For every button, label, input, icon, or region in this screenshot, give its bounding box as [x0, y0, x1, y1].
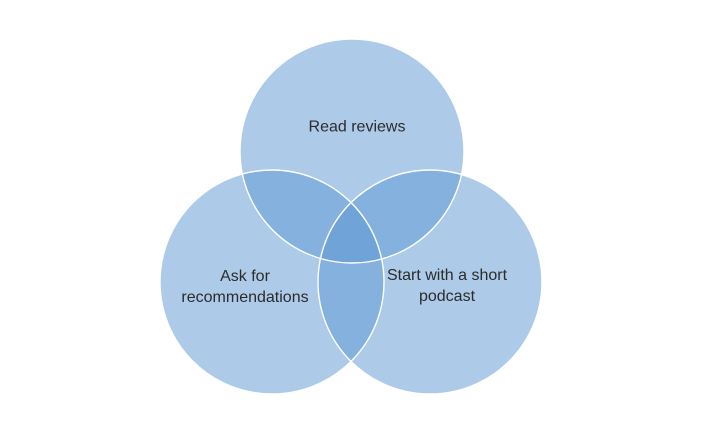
venn-label-ask-for-recommendations: Ask for recommendations: [181, 266, 308, 308]
venn-circle-bottom-left-outline: [159, 169, 385, 395]
venn-label-line: recommendations: [181, 289, 309, 306]
venn-outlines: [159, 38, 543, 395]
venn-label-read-reviews: Read reviews: [309, 117, 406, 138]
venn-label-line: podcast: [418, 288, 476, 305]
venn-fills: [160, 39, 542, 394]
venn-circle-top-outline: [239, 38, 465, 264]
venn-label-start-with-short-podcast: Start with a short podcast: [387, 265, 507, 307]
venn-label-line: Ask for: [220, 268, 270, 285]
venn-label-line: Read reviews: [308, 118, 406, 136]
venn-circle-bottom-right: [318, 170, 542, 394]
venn-circle-bottom-left: [160, 170, 384, 394]
venn-circle-bottom-right-outline: [317, 169, 543, 395]
venn-label-line: Start with a short: [386, 267, 508, 284]
